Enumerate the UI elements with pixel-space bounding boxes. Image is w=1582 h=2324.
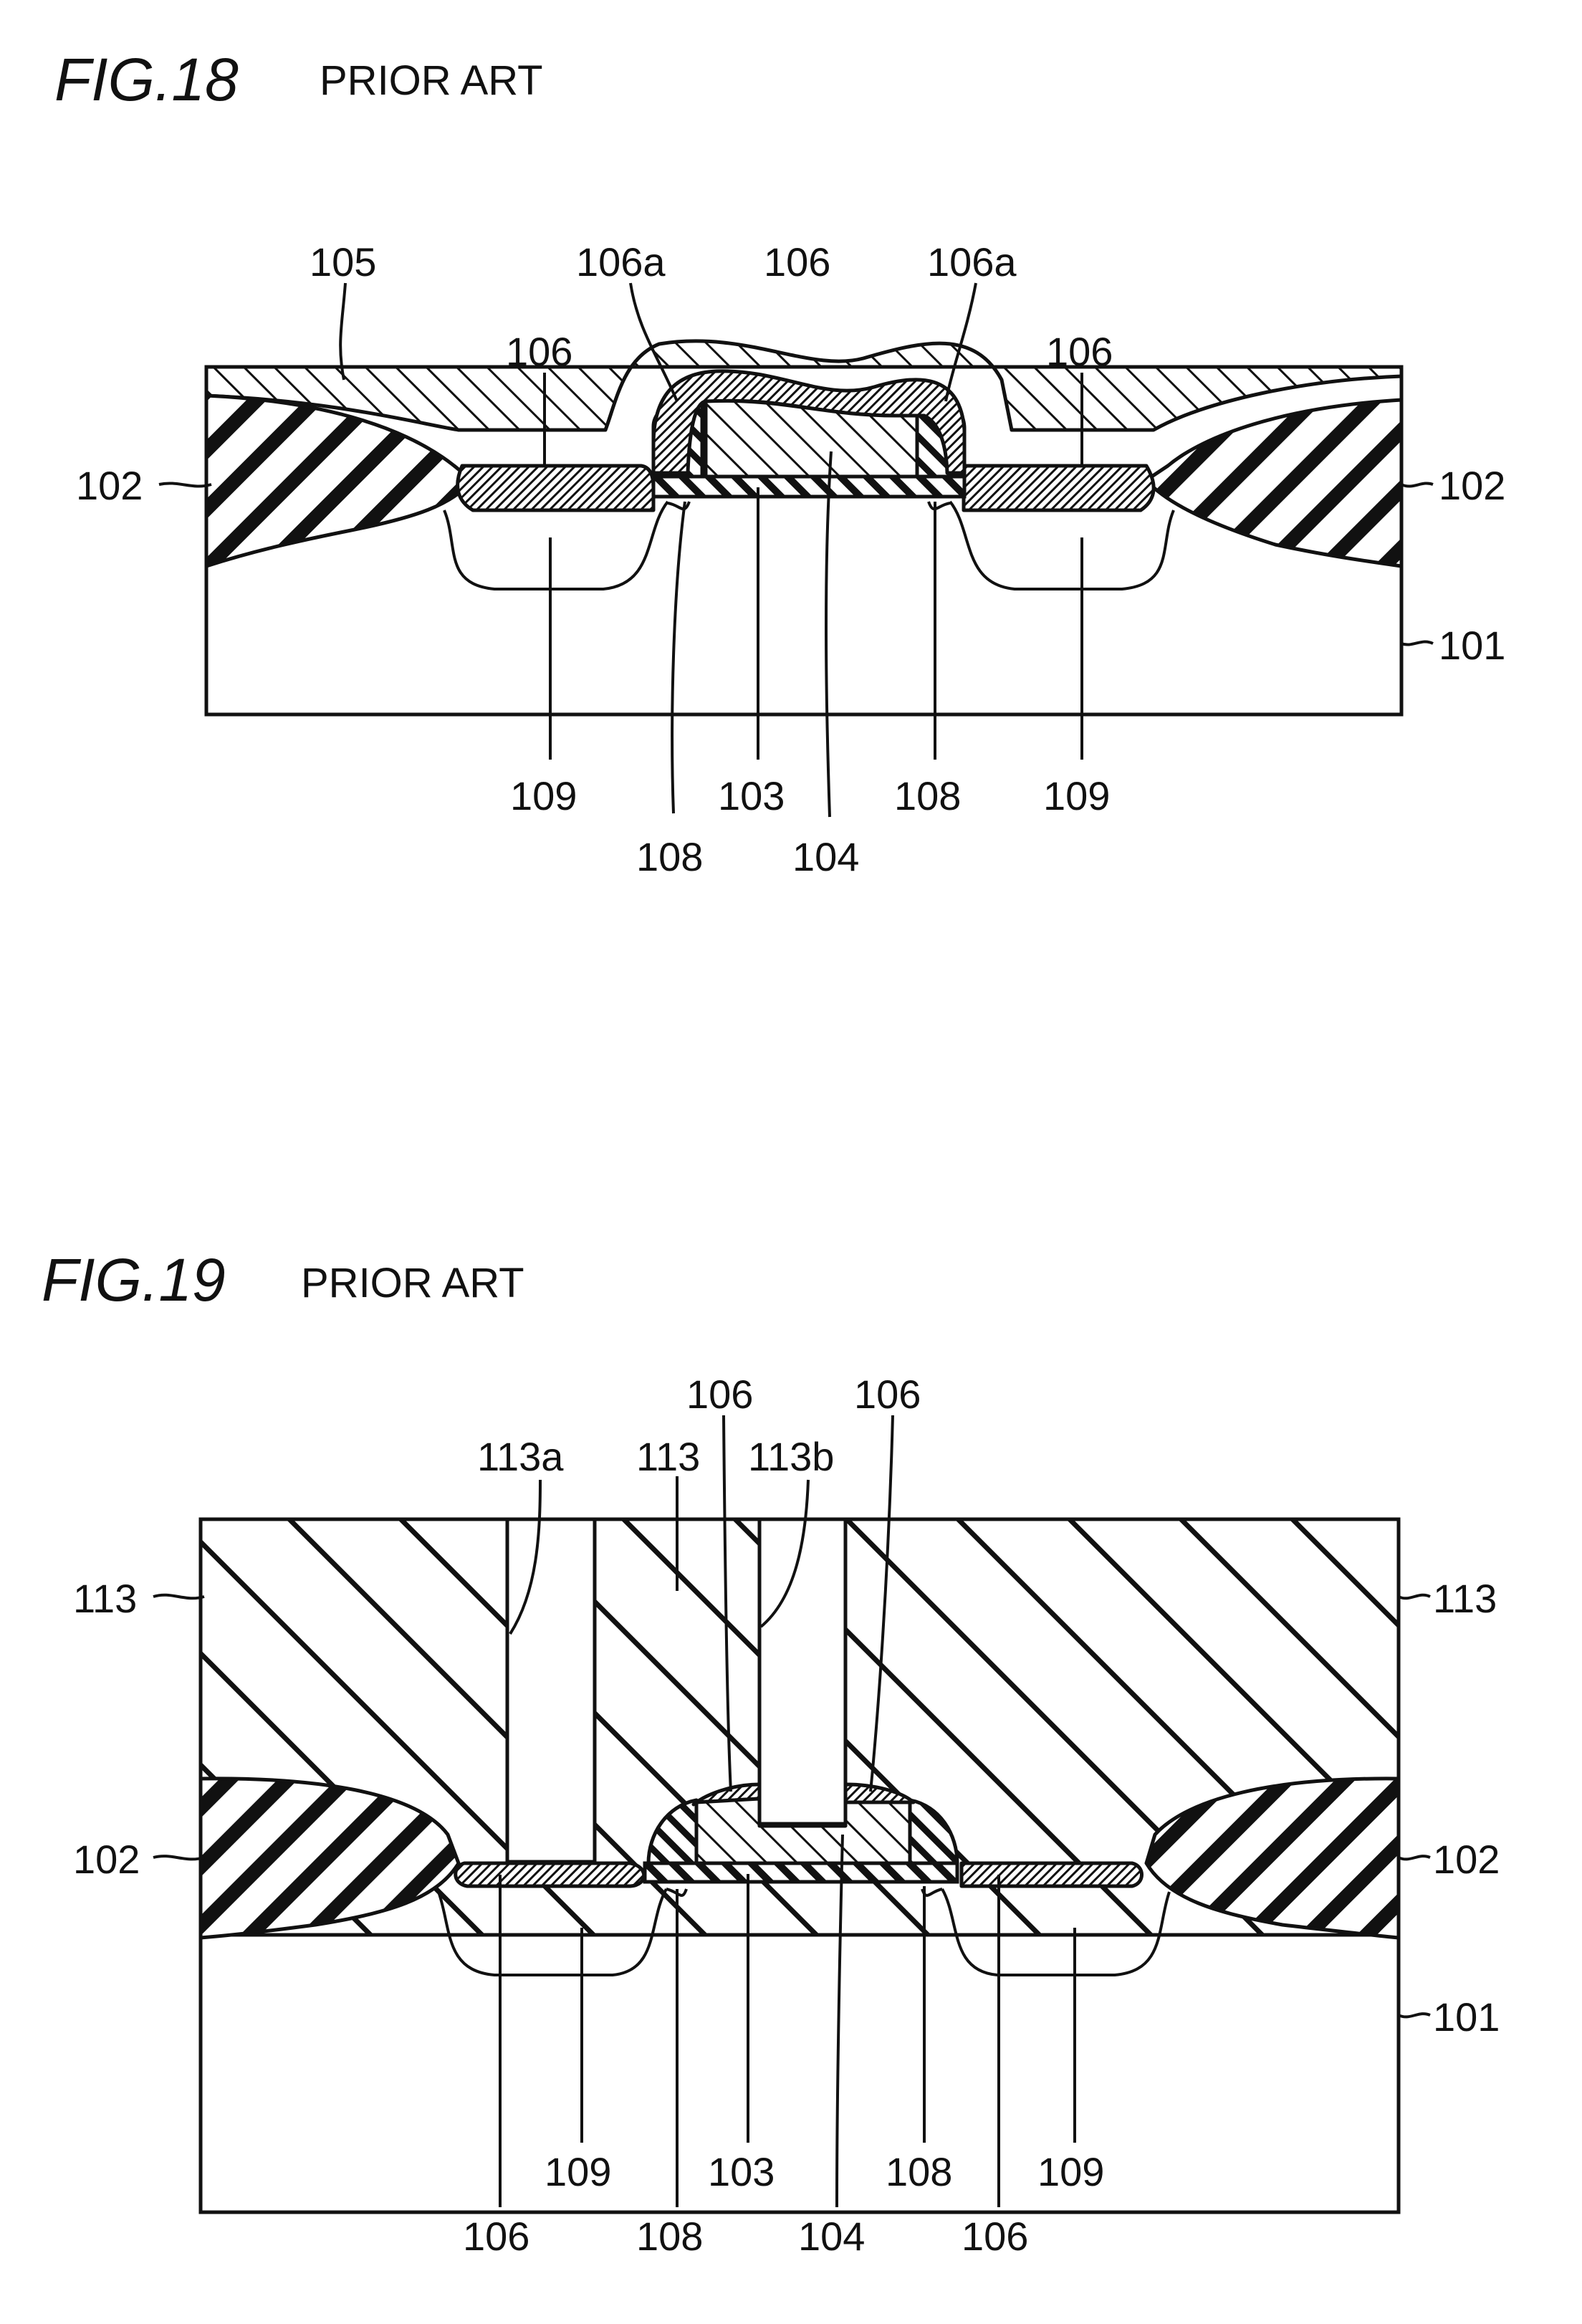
fig18-label-106-left: 106	[506, 329, 572, 374]
fig19-label-104: 104	[798, 2214, 865, 2259]
fig19-label-113-right: 113	[1433, 1576, 1497, 1621]
fig19-label-101: 101	[1433, 1994, 1500, 2040]
fig19-leader-106-top-right	[869, 1415, 894, 1792]
fig19-leader-102-right	[1398, 1855, 1431, 1861]
fig19-leader-102-left	[153, 1855, 205, 1861]
fig18-leader-102-left	[158, 482, 212, 488]
fig18-label-102-right: 102	[1439, 463, 1505, 508]
fig19-label-108-left: 108	[636, 2214, 703, 2259]
fig19-label-113-top: 113	[636, 1434, 700, 1479]
figure-19: FIG.19 PRIOR ART	[42, 1246, 1500, 2259]
fig18-label-101: 101	[1439, 623, 1505, 668]
fig18-gate-electrode-104	[704, 398, 919, 479]
fig18-diffusion-109-left	[443, 500, 669, 590]
fig18-field-oxide-right	[1144, 398, 1404, 568]
fig19-diffusion-109-left	[437, 1888, 668, 1976]
fig18-leader-104	[825, 451, 833, 818]
fig19-leader-104	[835, 1834, 844, 2208]
fig18-label-106-right: 106	[1046, 329, 1113, 374]
fig19-leader-106-top-left	[722, 1415, 732, 1792]
fig19-silicide-106-left	[454, 1861, 646, 1888]
fig19-leader-113-right	[1398, 1593, 1431, 1600]
fig18-field-oxide-left	[204, 393, 475, 568]
fig18-label-105: 105	[310, 239, 376, 284]
fig19-leader-101	[1398, 2012, 1431, 2019]
fig18-leader-106a-right	[944, 282, 977, 402]
fig18-label-108-left: 108	[636, 834, 703, 879]
fig18-leader-105	[339, 282, 347, 381]
fig19-gate-silicide-106-right	[843, 1782, 916, 1804]
fig18-label-106-top: 106	[764, 239, 830, 284]
fig19-leader-113-left	[153, 1593, 205, 1600]
fig18-label-109-left: 109	[510, 773, 577, 818]
fig18-label-106a-right: 106a	[927, 239, 1017, 284]
fig18-label-103: 103	[718, 773, 785, 818]
figure-18: FIG.18 PRIOR ART	[54, 46, 1505, 879]
fig19-leader-113a	[509, 1479, 542, 1635]
fig18-leader-108-left	[671, 501, 686, 814]
fig19-label-106-bl: 106	[463, 2214, 529, 2259]
fig19-title: FIG.19	[42, 1246, 226, 1314]
fig19-label-113-left: 113	[73, 1576, 137, 1621]
fig18-layer-105	[204, 339, 1404, 432]
fig19-field-oxide-right	[1144, 1777, 1401, 1940]
fig18-label-108-right: 108	[894, 773, 961, 818]
fig18-diffusion-109-right	[949, 500, 1175, 590]
fig18-label-104: 104	[792, 834, 859, 879]
fig19-diffusion-109-right	[941, 1888, 1171, 1976]
fig18-gate-oxide-103	[651, 474, 967, 499]
fig18-leader-102-right	[1401, 482, 1434, 488]
fig18-title: FIG.18	[54, 46, 239, 113]
fig19-field-oxide-left	[198, 1777, 461, 1940]
fig18-leader-101	[1401, 640, 1434, 646]
fig18-label-109-right: 109	[1043, 773, 1110, 818]
fig19-label-106-top-left: 106	[686, 1372, 753, 1417]
fig19-label-109-left: 109	[545, 2149, 611, 2194]
fig19-label-102-left: 102	[73, 1837, 140, 1882]
fig18-label-106a-left: 106a	[576, 239, 666, 284]
fig19-label-108-right: 108	[886, 2149, 952, 2194]
fig19-label-109-right: 109	[1037, 2149, 1104, 2194]
fig19-subtitle: PRIOR ART	[301, 1260, 524, 1306]
fig19-label-106-br: 106	[962, 2214, 1028, 2259]
fig18-ldd-left	[667, 501, 691, 511]
fig18-label-102-left: 102	[76, 463, 143, 508]
fig19-label-113b: 113b	[748, 1434, 834, 1479]
fig19-silicide-106-right	[959, 1861, 1144, 1888]
fig18-leader-106a-left	[629, 282, 679, 402]
fig19-label-113a: 113a	[477, 1434, 564, 1479]
fig18-subtitle: PRIOR ART	[320, 57, 543, 104]
fig19-gate-oxide-103	[643, 1861, 959, 1884]
fig18-silicide-106-right	[962, 464, 1156, 512]
fig18-silicide-106-left	[456, 464, 656, 512]
fig19-leader-113b	[759, 1479, 810, 1628]
fig19-ldd-left	[666, 1888, 688, 1897]
fig19-label-102-right: 102	[1433, 1837, 1500, 1882]
fig19-label-106-top-right: 106	[854, 1372, 921, 1417]
fig19-label-103: 103	[708, 2149, 775, 2194]
